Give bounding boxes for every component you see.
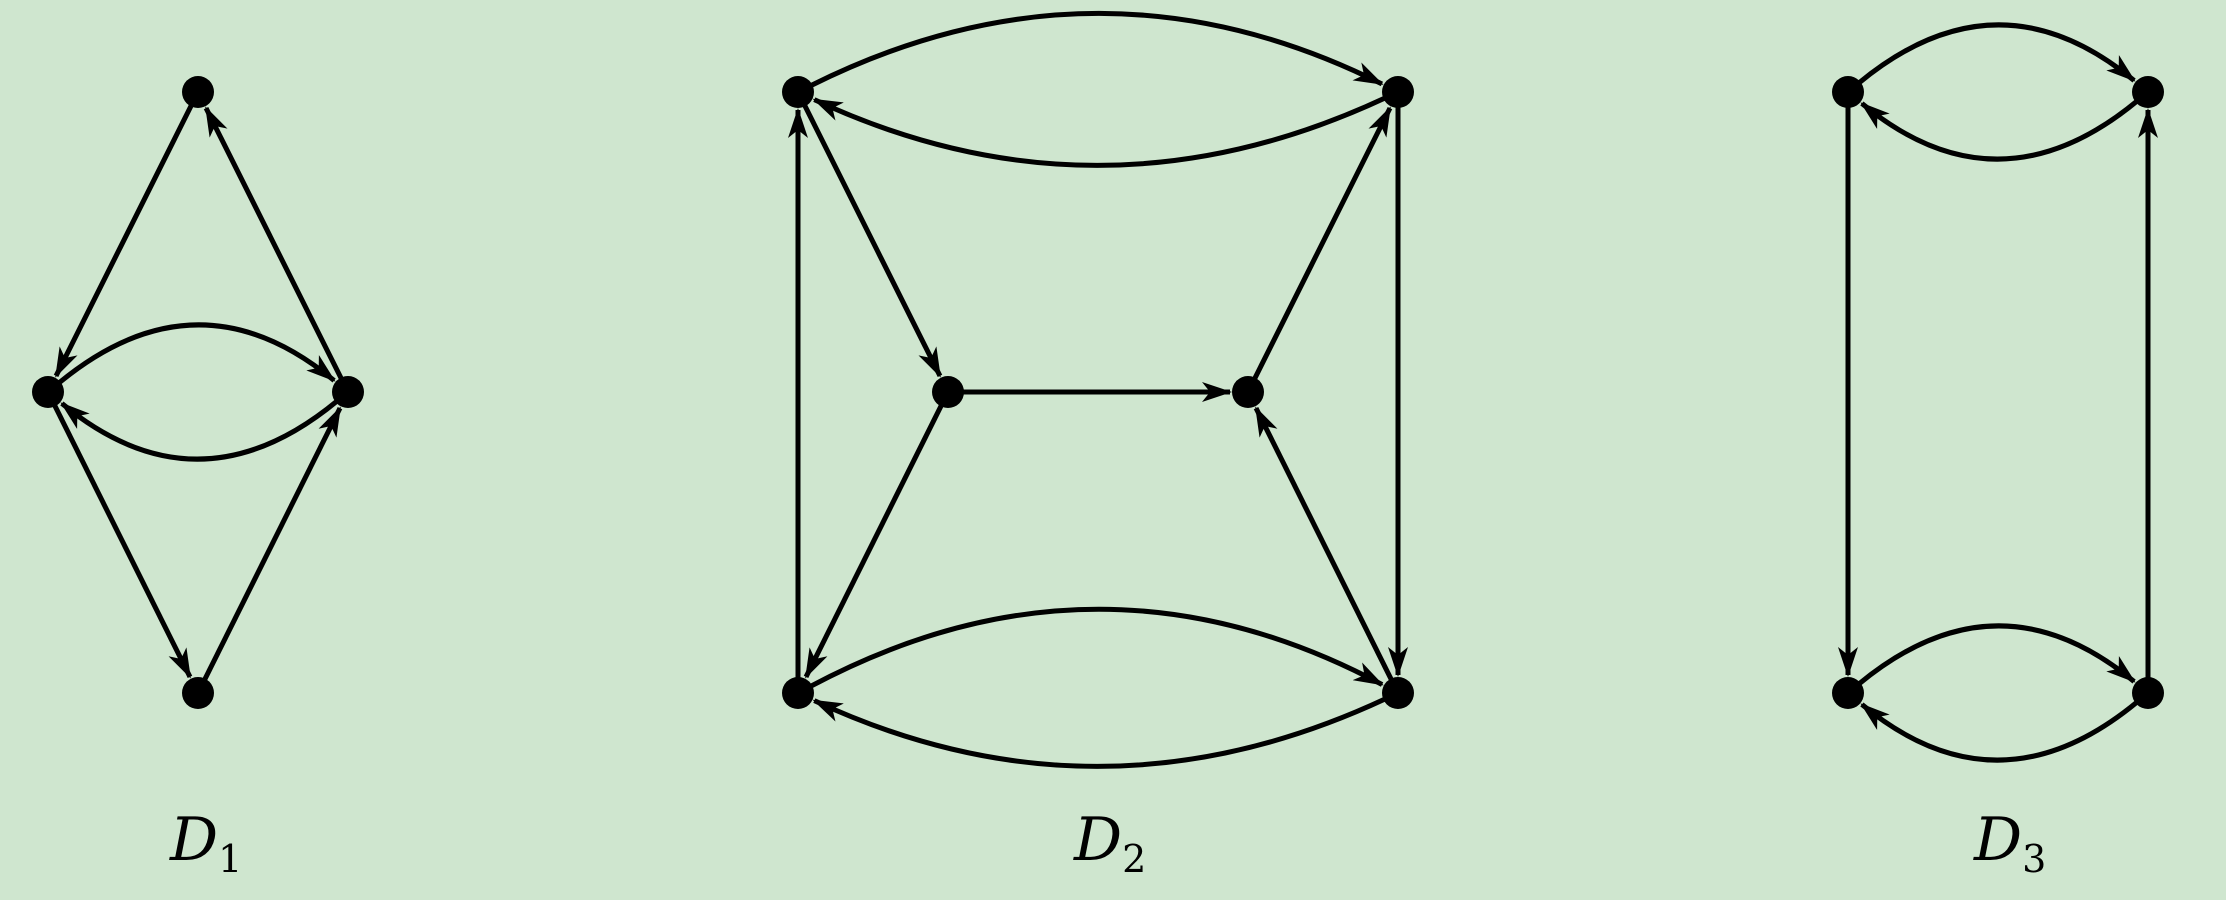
edge-bottom-left-to-bottom-right (1857, 623, 2136, 687)
node-bottom-left (782, 677, 814, 709)
node-top-left (1832, 76, 1864, 108)
node-top-right (2132, 76, 2164, 108)
node-top-left (782, 76, 814, 108)
label-d2-subscript: 2 (1122, 837, 1146, 881)
edge-left-to-bottom (52, 403, 193, 679)
node-bottom (182, 677, 214, 709)
edge-bottom-right-to-bottom-left (812, 696, 1387, 769)
node-mid-left (932, 376, 964, 408)
label-d2-letter: D (1073, 805, 1122, 875)
edge-left-to-right (57, 322, 336, 386)
label-d1: D1 (169, 805, 242, 881)
edge-top-left-to-mid-left (802, 103, 943, 378)
edge-mid-right-to-top-right (1252, 106, 1393, 381)
node-mid-right (1232, 376, 1264, 408)
edge-top-left-to-top-right (809, 11, 1384, 88)
edge-bottom-left-to-bottom-right (809, 606, 1384, 689)
diagram-d1 (32, 76, 364, 709)
edge-top-to-left (53, 103, 194, 378)
label-d2: D2 (1073, 805, 1146, 881)
label-d1-letter: D (169, 805, 218, 875)
diagram-d3 (1832, 22, 2164, 763)
label-d3-subscript: 3 (2022, 837, 2046, 881)
edge-right-to-left (60, 398, 339, 462)
label-d3: D3 (1973, 805, 2046, 881)
edge-bottom-to-right (202, 406, 343, 682)
label-d1-subscript: 1 (218, 837, 242, 881)
label-d3-letter: D (1973, 805, 2022, 875)
node-top (182, 76, 214, 108)
edge-mid-left-to-bottom-left (803, 403, 944, 679)
edge-top-left-to-top-right (1857, 22, 2136, 86)
node-top-right (1382, 76, 1414, 108)
node-bottom-right (1382, 677, 1414, 709)
node-right (332, 376, 364, 408)
node-bottom-left (1832, 677, 1864, 709)
diagram-d2 (782, 11, 1414, 769)
edge-top-right-to-top-left (812, 95, 1387, 168)
edge-bottom-right-to-bottom-left (1860, 699, 2139, 763)
edge-bottom-right-to-mid-right (1253, 406, 1394, 682)
edge-top-right-to-top-left (1860, 98, 2139, 162)
node-bottom-right (2132, 677, 2164, 709)
edge-right-to-top (203, 106, 344, 381)
node-left (32, 376, 64, 408)
